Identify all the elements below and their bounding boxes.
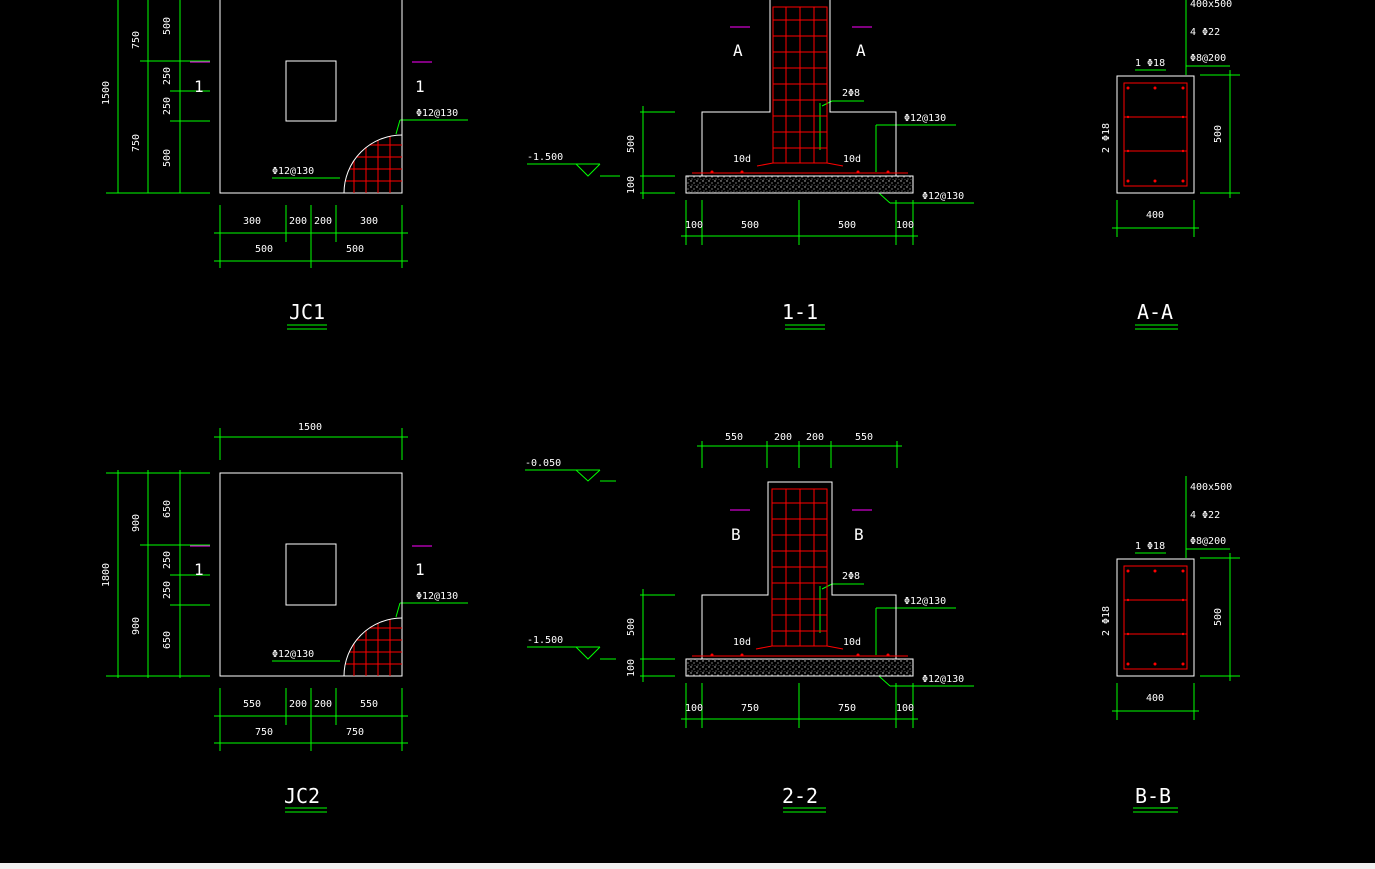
s22-rebar-top: Φ12@130 bbox=[904, 596, 946, 607]
s11-rebar-bottom: Φ12@130 bbox=[922, 191, 964, 202]
aa-top-bar: 1 Φ18 bbox=[1135, 58, 1165, 69]
jc1-bottom-dim-3: 200 bbox=[314, 216, 332, 227]
bb-side-bar: 2 Φ18 bbox=[1101, 606, 1112, 636]
jc1-left-dim-1: 750 bbox=[131, 31, 142, 49]
s11-anchor-left: 10d bbox=[733, 154, 751, 165]
jc2-rebar-y: Φ12@130 bbox=[416, 591, 458, 602]
jc1-rebar-y: Φ12@130 bbox=[416, 108, 458, 119]
jc2-bottom-dim-2: 200 bbox=[289, 699, 307, 710]
jc1-left-sub-1: 500 bbox=[162, 17, 173, 35]
s22-anchor-left: 10d bbox=[733, 637, 751, 648]
s22-top-dim-4: 550 bbox=[855, 432, 873, 443]
jc2-left-dim-3: 250 bbox=[162, 581, 173, 599]
s11-rebar-top: Φ12@130 bbox=[904, 113, 946, 124]
s22-bottom-dim-2: 750 bbox=[741, 703, 759, 714]
s22-rebar-bottom: Φ12@130 bbox=[922, 674, 964, 685]
s22-top-dim-3: 200 bbox=[806, 432, 824, 443]
jc2-cut-label-right: 1 bbox=[415, 560, 425, 579]
jc2-left-sub-4: 650 bbox=[162, 631, 173, 649]
jc1-total-dim: 1500 bbox=[101, 81, 112, 105]
jc1-plan: 1500 750 250 250 750 500 500 1 1 Φ12@130… bbox=[101, 0, 468, 330]
jc2-cut-label-left: 1 bbox=[194, 560, 204, 579]
jc1-bottom-sub-2: 500 bbox=[346, 244, 364, 255]
jc2-plan: 1500 1800 900 250 250 900 650 650 1 1 Φ1… bbox=[101, 422, 468, 813]
aa-side-bar: 2 Φ18 bbox=[1101, 123, 1112, 153]
jc2-left-sub-1: 650 bbox=[162, 500, 173, 518]
jc2-top-dim: 1500 bbox=[298, 422, 322, 433]
s11-stirrup: 2Φ8 bbox=[842, 88, 860, 99]
jc1-left-dim-3: 250 bbox=[162, 97, 173, 115]
s22-stirrup: 2Φ8 bbox=[842, 571, 860, 582]
s11-elevation: -1.500 bbox=[527, 152, 563, 163]
jc1-cut-label-right: 1 bbox=[415, 77, 425, 96]
s22-elevation: -1.500 bbox=[527, 635, 563, 646]
bb-width: 400 bbox=[1146, 693, 1164, 704]
status-bar bbox=[0, 863, 1375, 869]
jc1-left-sub-4: 500 bbox=[162, 149, 173, 167]
jc2-bottom-sub-2: 750 bbox=[346, 727, 364, 738]
s11-cut-right: A bbox=[856, 41, 866, 60]
bb-main-bars: 4 Φ22 bbox=[1190, 510, 1220, 521]
s22-anchor-right: 10d bbox=[843, 637, 861, 648]
s22-elevation-top: -0.050 bbox=[525, 458, 561, 469]
bb-top-bar: 1 Φ18 bbox=[1135, 541, 1165, 552]
aa-title: A-A bbox=[1137, 300, 1173, 324]
bb-title: B-B bbox=[1135, 784, 1171, 808]
s22-top-dim-2: 200 bbox=[774, 432, 792, 443]
s22-cut-right: B bbox=[854, 525, 864, 544]
s22-bottom-dim-3: 750 bbox=[838, 703, 856, 714]
aa-width: 400 bbox=[1146, 210, 1164, 221]
section-2-2: 550 200 200 550 -0.050 -1.500 500 100 B … bbox=[525, 432, 974, 813]
bb-height: 500 bbox=[1213, 608, 1224, 626]
jc1-cut-label-left: 1 bbox=[194, 77, 204, 96]
section-a-a: 400x500 4 Φ22 Φ8@200 1 Φ18 2 Φ18 500 400… bbox=[1101, 0, 1240, 330]
jc1-bottom-dim-2: 200 bbox=[289, 216, 307, 227]
jc1-left-dim-4: 750 bbox=[131, 134, 142, 152]
jc2-bottom-dim-3: 200 bbox=[314, 699, 332, 710]
jc2-total-dim: 1800 bbox=[101, 563, 112, 587]
s11-bottom-dim-3: 500 bbox=[838, 220, 856, 231]
s11-anchor-right: 10d bbox=[843, 154, 861, 165]
jc1-left-dim-2: 250 bbox=[162, 67, 173, 85]
s22-title: 2-2 bbox=[782, 784, 818, 808]
aa-size: 400x500 bbox=[1190, 0, 1232, 10]
jc2-title: JC2 bbox=[284, 784, 320, 808]
jc2-bottom-dim-4: 550 bbox=[360, 699, 378, 710]
jc2-left-dim-4: 900 bbox=[131, 617, 142, 635]
s11-h2: 100 bbox=[626, 176, 637, 194]
s11-title: 1-1 bbox=[782, 300, 818, 324]
section-1-1: -1.500 500 100 A A 2Φ8 10d 10d Φ12@130 Φ… bbox=[527, 0, 974, 330]
s11-bottom-dim-1: 100 bbox=[685, 220, 703, 231]
bb-stirrups: Φ8@200 bbox=[1190, 536, 1226, 547]
jc1-bottom-dim-4: 300 bbox=[360, 216, 378, 227]
jc2-left-dim-2: 250 bbox=[162, 551, 173, 569]
aa-height: 500 bbox=[1213, 125, 1224, 143]
s11-bottom-dim-2: 500 bbox=[741, 220, 759, 231]
jc2-rebar-x: Φ12@130 bbox=[272, 649, 314, 660]
bb-size: 400x500 bbox=[1190, 482, 1232, 493]
aa-main-bars: 4 Φ22 bbox=[1190, 27, 1220, 38]
s22-h1: 500 bbox=[626, 618, 637, 636]
s22-top-dim-1: 550 bbox=[725, 432, 743, 443]
aa-stirrups: Φ8@200 bbox=[1190, 53, 1226, 64]
jc2-left-dim-1: 900 bbox=[131, 514, 142, 532]
jc1-title: JC1 bbox=[289, 300, 325, 324]
s22-bottom-dim-4: 100 bbox=[896, 703, 914, 714]
s11-bottom-dim-4: 100 bbox=[896, 220, 914, 231]
s22-h2: 100 bbox=[626, 659, 637, 677]
s22-cut-left: B bbox=[731, 525, 741, 544]
jc1-rebar-x: Φ12@130 bbox=[272, 166, 314, 177]
s11-cut-left: A bbox=[733, 41, 743, 60]
jc1-bottom-dim-1: 300 bbox=[243, 216, 261, 227]
s11-h1: 500 bbox=[626, 135, 637, 153]
jc2-bottom-sub-1: 750 bbox=[255, 727, 273, 738]
s22-bottom-dim-1: 100 bbox=[685, 703, 703, 714]
jc2-bottom-dim-1: 550 bbox=[243, 699, 261, 710]
section-b-b: 400x500 4 Φ22 Φ8@200 1 Φ18 2 Φ18 500 400… bbox=[1101, 476, 1240, 813]
jc1-bottom-sub-1: 500 bbox=[255, 244, 273, 255]
